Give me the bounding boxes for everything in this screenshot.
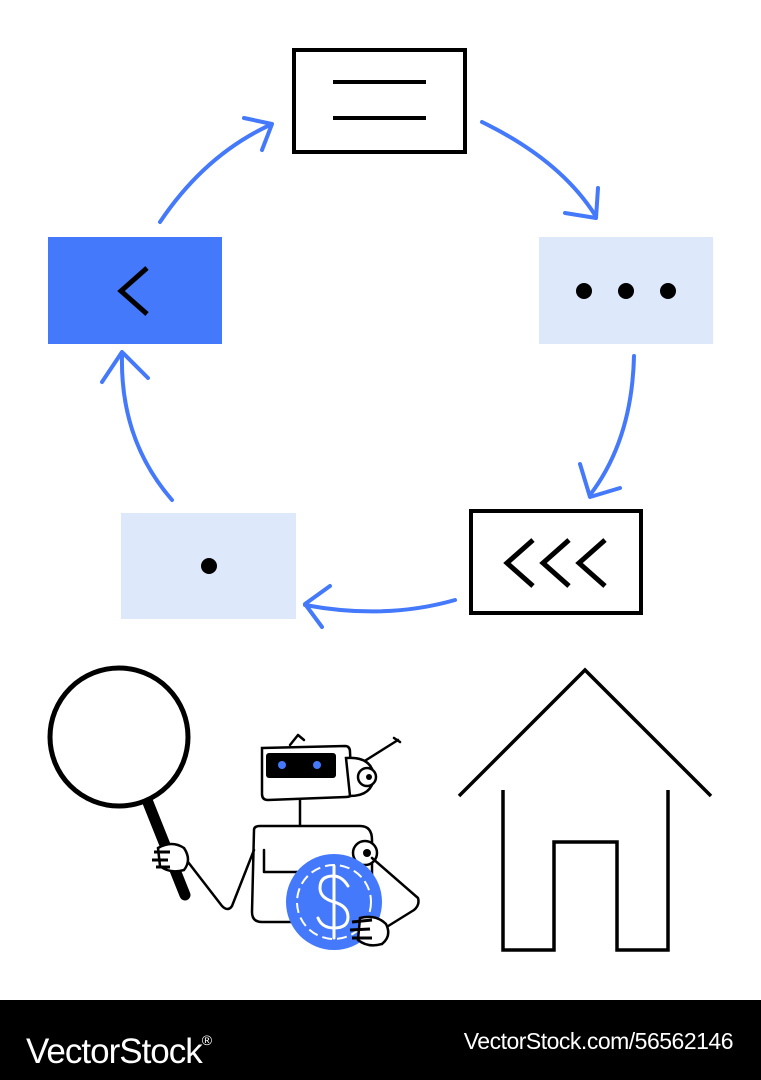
dots-icon <box>576 283 676 299</box>
arrow-top-right <box>480 120 600 220</box>
arrow-left-up <box>100 350 174 502</box>
image-url: VectorStock.com/56562146 <box>463 1028 734 1054</box>
top-box <box>292 48 467 154</box>
dollar-coin-icon <box>286 854 382 950</box>
robot-right-hand <box>349 915 390 947</box>
chevron-left-icon <box>117 266 149 316</box>
house-icon <box>457 667 713 952</box>
brand-logo: VectorStock® <box>26 1018 212 1074</box>
left-box <box>48 237 222 344</box>
bottom-left-box <box>121 513 296 619</box>
arrow-bottom-left <box>303 584 457 629</box>
right-box <box>539 237 713 344</box>
cycle-illustration: .arw { fill: none; stroke: #4479fb; stro… <box>47 48 713 952</box>
dot-icon <box>201 558 217 574</box>
brand-registered-mark: ® <box>201 1032 212 1048</box>
watermark-footer: VectorStock® VectorStock.com/56562146 <box>0 1000 761 1080</box>
bottom-right-box <box>469 509 643 615</box>
brand-name: VectorStock <box>26 1032 203 1071</box>
triple-chevron-left-icon <box>503 538 607 588</box>
arrow-top-left <box>158 116 274 224</box>
arrow-right-down <box>578 354 636 499</box>
lines-icon <box>333 80 426 120</box>
robot-visor <box>266 753 336 778</box>
